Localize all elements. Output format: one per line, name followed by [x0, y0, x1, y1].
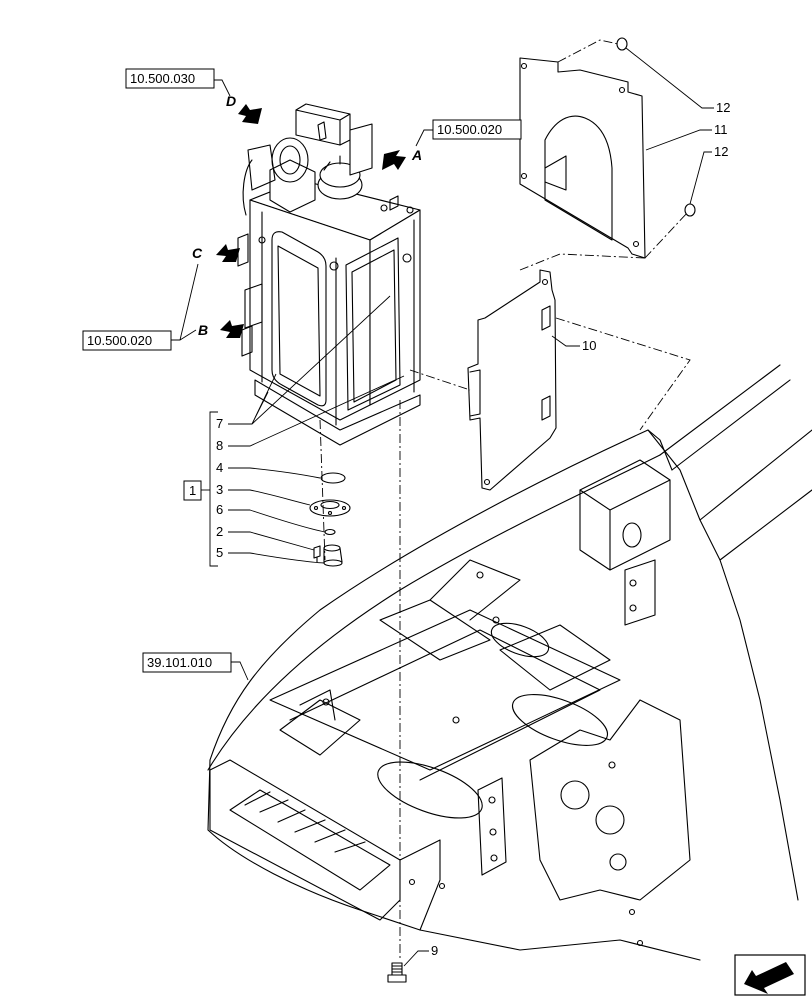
view-arrows	[216, 104, 406, 338]
part-3-flange[interactable]	[309, 499, 351, 517]
svg-text:10.500.020: 10.500.020	[437, 122, 502, 137]
view-arrow-c-icon	[216, 244, 240, 262]
ref-box-frame[interactable]: 39.101.010	[142, 652, 249, 681]
direction-arrow-icon[interactable]	[734, 954, 806, 996]
view-arrow-a-icon	[382, 150, 406, 170]
svg-text:39.101.010: 39.101.010	[147, 655, 212, 670]
center-lines	[319, 39, 691, 960]
part-4-o-ring[interactable]	[320, 472, 346, 484]
part-2-screw[interactable]	[313, 545, 321, 563]
view-letter-a: A	[411, 147, 422, 163]
callout-11[interactable]: 11	[714, 122, 728, 137]
callout-2[interactable]: 2	[216, 524, 223, 539]
callout-9[interactable]: 9	[431, 943, 438, 958]
callout-4[interactable]: 4	[216, 460, 223, 475]
group-1-bracket: 1	[183, 411, 218, 567]
callout-7[interactable]: 7	[216, 416, 223, 431]
callout-3[interactable]: 3	[216, 482, 223, 497]
view-letter-c: C	[192, 245, 203, 261]
tank-assembly	[237, 103, 421, 446]
callouts: 7 8 4 3 6 2 5 9 10 11 12 12	[216, 47, 730, 967]
callout-5[interactable]: 5	[216, 545, 223, 560]
part-12-washer-right[interactable]	[684, 203, 696, 217]
callout-12-top[interactable]: 12	[716, 100, 730, 115]
callout-8[interactable]: 8	[216, 438, 223, 453]
ref-box-mid-left[interactable]: 10.500.020	[82, 263, 199, 351]
ref-box-top-left[interactable]: 10.500.030	[125, 68, 231, 97]
chassis-frame	[207, 364, 812, 961]
part-12-washer-top[interactable]	[616, 37, 628, 51]
part-5-drain-plug[interactable]	[323, 544, 343, 567]
callout-6[interactable]: 6	[216, 502, 223, 517]
part-6-seal[interactable]	[324, 528, 336, 536]
callout-12-right[interactable]: 12	[714, 144, 728, 159]
drain-parts	[309, 472, 407, 983]
svg-text:10.500.030: 10.500.030	[130, 71, 195, 86]
part-9-bolt[interactable]	[387, 962, 407, 983]
group-label: 1	[189, 483, 196, 498]
part-10-cover[interactable]	[467, 269, 557, 491]
view-arrow-d-icon	[238, 104, 262, 124]
part-11-shield[interactable]	[519, 57, 646, 259]
view-arrow-b-icon	[220, 320, 244, 338]
callout-10[interactable]: 10	[582, 338, 596, 353]
view-letter-b: B	[198, 322, 208, 338]
svg-text:10.500.020: 10.500.020	[87, 333, 152, 348]
view-letter-d: D	[226, 93, 236, 109]
ref-box-top-center[interactable]: 10.500.020	[415, 119, 522, 147]
